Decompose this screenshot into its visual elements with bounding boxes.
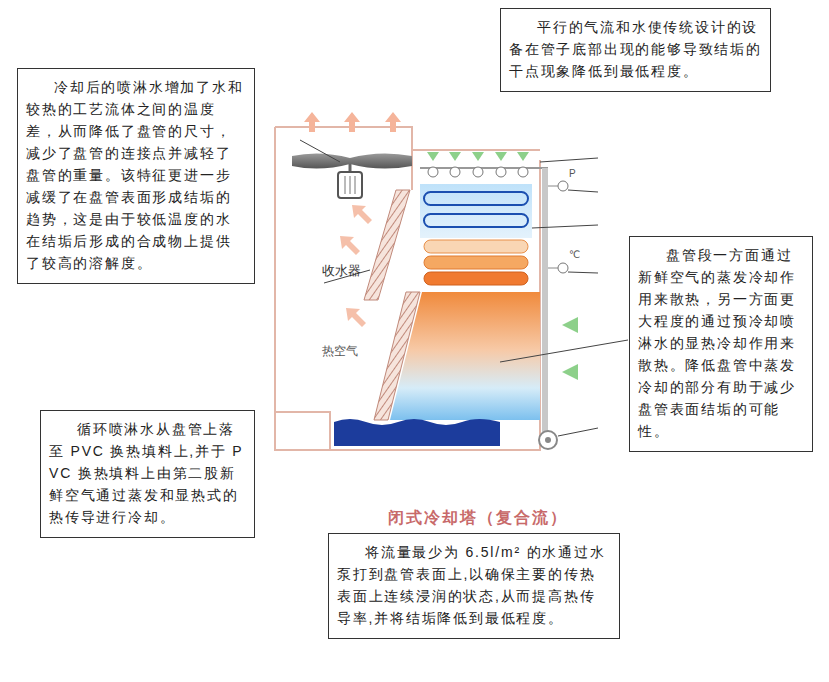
motor-rib xyxy=(345,176,346,194)
callout-text: 盘管段一方面通过新鲜空气的蒸发冷却作用来散热，另一方面更大程度的通过预冷却喷淋水… xyxy=(638,244,804,442)
exhaust-arrows xyxy=(304,112,401,132)
pump xyxy=(539,431,557,449)
coil-tube xyxy=(424,192,528,205)
coil-tube xyxy=(424,256,528,269)
part-label: 热空气 xyxy=(322,343,358,360)
coil-tube xyxy=(424,240,528,253)
callout-box: 冷却后的喷淋水增加了水和较热的工艺流体之间的温度差，从而降低了盘管的尺寸，减少了… xyxy=(17,68,255,284)
leader-line xyxy=(558,428,598,436)
air-arrow xyxy=(449,152,461,161)
pump-hub xyxy=(545,437,551,443)
air-arrow xyxy=(385,112,401,132)
pressure-gauge xyxy=(558,181,568,191)
coil-tube xyxy=(424,272,528,285)
air-arrow xyxy=(562,317,578,333)
air-arrow xyxy=(517,152,529,161)
air-arrow xyxy=(472,152,484,161)
air-arrow xyxy=(344,112,360,132)
drift-eliminator xyxy=(364,190,410,300)
pvc-fill xyxy=(390,292,540,420)
base-step xyxy=(275,412,330,450)
motor-rib xyxy=(350,176,351,194)
fan-motor xyxy=(338,172,362,198)
leader-line xyxy=(532,225,598,228)
fan-blade xyxy=(292,153,412,168)
air-arrow xyxy=(340,236,360,255)
nozzle xyxy=(518,167,528,177)
nozzle xyxy=(496,167,506,177)
coil-cold-zone xyxy=(420,184,532,238)
air-arrow xyxy=(346,308,366,327)
callout-text: 循环喷淋水从盘管上落至 PVC 换热填料上,并于 PVC 换热填料上由第二股新鲜… xyxy=(49,418,246,528)
callout-box: 循环喷淋水从盘管上落至 PVC 换热填料上,并于 PVC 换热填料上由第二股新鲜… xyxy=(40,410,255,538)
motor-rib xyxy=(355,176,356,194)
leader-line xyxy=(568,190,598,192)
spray-nozzles xyxy=(428,167,528,177)
leader-lines xyxy=(500,158,628,436)
spray-header xyxy=(420,167,548,169)
gauge-stem xyxy=(548,186,558,187)
air-arrow xyxy=(495,152,507,161)
air-arrow xyxy=(427,152,439,161)
riser-pipe xyxy=(542,168,548,432)
nozzle xyxy=(450,167,460,177)
leader-line xyxy=(568,272,598,273)
figure-caption: 闭式冷却塔（复合流） xyxy=(388,508,568,529)
leader-line xyxy=(500,340,628,362)
callout-text: 平行的气流和水使传统设计的设备在管子底部出现的能够导致结垢的干点现象降低到最低程… xyxy=(509,16,762,82)
part-label: 收水器 xyxy=(322,262,361,280)
air-arrow xyxy=(352,205,372,224)
part-label: ℃ xyxy=(569,249,580,260)
nozzle xyxy=(473,167,483,177)
air-arrow xyxy=(562,364,578,380)
callout-box: 将流量最少为 6.5l/m² 的水通过水泵打到盘管表面上,以确保主要的传热表面上… xyxy=(328,533,620,639)
tower-housing xyxy=(275,127,540,450)
thermometer xyxy=(558,263,568,273)
gauge-stem xyxy=(548,268,558,269)
nozzle xyxy=(428,167,438,177)
callout-box: 盘管段一方面通过新鲜空气的蒸发冷却作用来散热，另一方面更大程度的通过预冷却喷淋水… xyxy=(629,236,813,452)
leader-line xyxy=(540,158,598,162)
basin-water xyxy=(334,419,500,446)
coil-tube xyxy=(424,214,528,227)
air-arrow xyxy=(304,112,320,132)
callout-box: 平行的气流和水使传统设计的设备在管子底部出现的能够导致结垢的干点现象降低到最低程… xyxy=(500,8,771,92)
callout-text: 将流量最少为 6.5l/m² 的水通过水泵打到盘管表面上,以确保主要的传热表面上… xyxy=(337,541,611,629)
callout-text: 冷却后的喷淋水增加了水和较热的工艺流体之间的温度差，从而降低了盘管的尺寸，减少了… xyxy=(26,76,246,274)
leader-line xyxy=(300,140,340,162)
part-label: P xyxy=(569,168,576,179)
